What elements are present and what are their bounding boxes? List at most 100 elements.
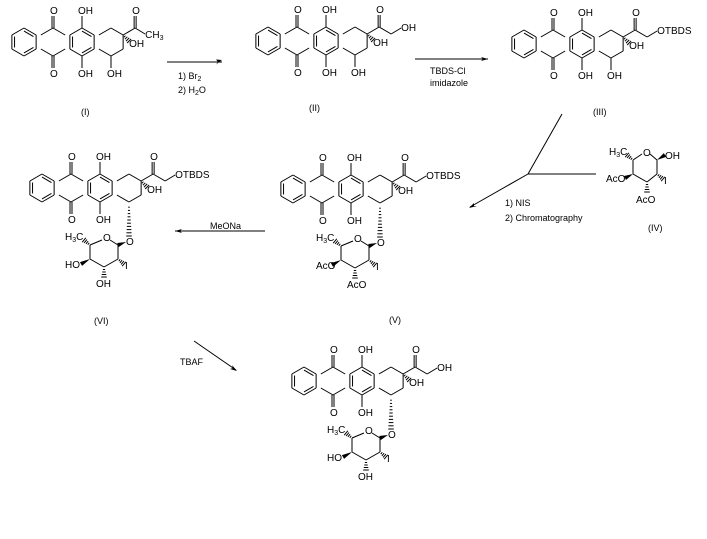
bond bbox=[292, 195, 306, 204]
bond bbox=[11, 48, 25, 57]
bond bbox=[164, 174, 176, 182]
bond bbox=[292, 174, 306, 183]
wedge-bond-anomeric bbox=[117, 242, 126, 248]
ketone-oxygen: O bbox=[401, 153, 409, 164]
methyl: H3C bbox=[327, 425, 345, 437]
bond bbox=[98, 27, 112, 36]
double-bond bbox=[23, 30, 34, 37]
bond bbox=[23, 48, 37, 57]
bond bbox=[646, 173, 658, 183]
bond bbox=[99, 194, 113, 203]
compound-label-III: (III) bbox=[593, 107, 607, 117]
double-bond bbox=[41, 193, 52, 200]
hash bbox=[406, 377, 412, 383]
double-bond bbox=[581, 49, 592, 56]
bond bbox=[367, 195, 381, 204]
double-bond bbox=[99, 176, 110, 183]
reagent-5: TBAF bbox=[180, 357, 204, 367]
bond bbox=[338, 195, 352, 204]
hashed-bond-methyl bbox=[332, 238, 341, 246]
otbds-group: OTBDS bbox=[657, 26, 692, 37]
hashed-bond-c9 bbox=[123, 35, 132, 44]
hash bbox=[394, 184, 399, 189]
bond bbox=[379, 174, 393, 183]
quinone-oxygen-top: O bbox=[550, 8, 558, 19]
bond bbox=[313, 26, 327, 35]
reagent-3-line-1: 1) NIS bbox=[505, 198, 531, 208]
bond bbox=[511, 29, 525, 38]
quinone-oxygen-top: O bbox=[294, 5, 302, 16]
hydroxyl-c7: OH bbox=[351, 68, 366, 79]
double-bond bbox=[41, 176, 52, 183]
bond bbox=[313, 47, 327, 56]
bond bbox=[511, 50, 525, 59]
double-bond bbox=[292, 177, 303, 184]
bond bbox=[390, 27, 402, 35]
double-bond bbox=[267, 46, 278, 53]
ketone-oxygen: O bbox=[376, 5, 384, 16]
c4-substituent: HO bbox=[327, 453, 342, 464]
hash bbox=[393, 183, 397, 187]
bond bbox=[98, 48, 112, 57]
hash bbox=[125, 37, 130, 42]
bond bbox=[349, 366, 363, 375]
bond bbox=[371, 432, 381, 439]
bond bbox=[321, 174, 335, 183]
arrow-II-to-III bbox=[415, 57, 488, 61]
bond bbox=[634, 29, 648, 38]
bond bbox=[351, 451, 367, 461]
hash bbox=[657, 174, 660, 177]
bond bbox=[390, 366, 404, 375]
hash bbox=[626, 40, 632, 46]
bond bbox=[540, 50, 554, 59]
hashed-bond-iodo bbox=[118, 259, 127, 267]
hash bbox=[121, 261, 127, 267]
hash bbox=[144, 184, 150, 190]
bond bbox=[321, 195, 335, 204]
bond bbox=[351, 432, 365, 439]
hashed-bond-c9 bbox=[392, 182, 401, 191]
hash bbox=[367, 34, 370, 37]
bond bbox=[41, 173, 55, 182]
hashed-bond-iodo bbox=[369, 260, 378, 268]
hash bbox=[368, 35, 372, 39]
hash bbox=[81, 237, 87, 243]
bond bbox=[569, 29, 583, 38]
hashed-bond-c9 bbox=[141, 181, 150, 190]
bond bbox=[379, 195, 393, 204]
bond bbox=[325, 26, 339, 35]
bond bbox=[87, 194, 101, 203]
hydroxyl-top: OH bbox=[78, 6, 93, 17]
hash bbox=[626, 154, 631, 159]
bond bbox=[134, 27, 146, 35]
bond bbox=[581, 29, 595, 38]
bond bbox=[296, 26, 310, 35]
reagent-1-step-1: 1) Br2 bbox=[178, 71, 202, 83]
hash bbox=[380, 452, 383, 455]
hash bbox=[141, 181, 144, 184]
ring-oxygen: O bbox=[103, 233, 111, 244]
quinone-oxygen-top: O bbox=[68, 152, 76, 163]
hash bbox=[382, 453, 387, 458]
bond bbox=[325, 47, 339, 56]
bond bbox=[40, 48, 54, 57]
hydroxyl-c7: OH bbox=[107, 69, 122, 80]
bond bbox=[632, 153, 643, 161]
double-bond bbox=[99, 193, 110, 200]
double-bond bbox=[81, 30, 92, 37]
bond bbox=[342, 26, 356, 35]
bond bbox=[598, 29, 612, 38]
compound-label-VI: (VI) bbox=[94, 316, 109, 326]
bond bbox=[320, 366, 334, 375]
hash bbox=[392, 182, 395, 185]
hashed-bond-c9 bbox=[403, 374, 412, 383]
iodine: I bbox=[387, 454, 390, 465]
hash bbox=[630, 157, 633, 160]
methyl: H3C bbox=[609, 147, 627, 159]
methyl: CH3 bbox=[145, 30, 163, 42]
quinone-oxygen-top: O bbox=[319, 153, 327, 164]
bond bbox=[70, 173, 84, 182]
bond bbox=[128, 173, 142, 182]
reagent-3-line-2: 2) Chromatography bbox=[505, 213, 583, 223]
